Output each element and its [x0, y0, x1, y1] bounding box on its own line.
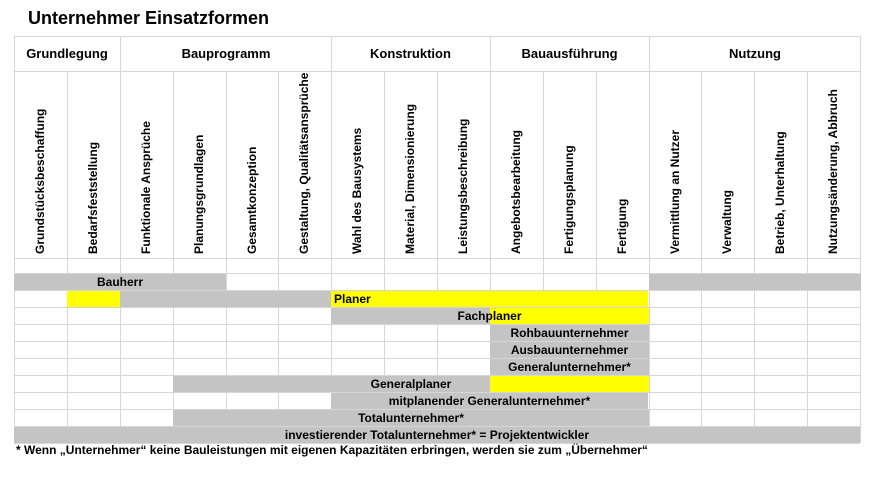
activity-header: Betrieb, Unterhaltung: [754, 72, 807, 258]
activity-label: Betrieb, Unterhaltung: [772, 131, 787, 254]
grid-line: [331, 36, 332, 443]
activity-label: Wahl des Bausystems: [349, 127, 364, 254]
phase-header: Bauausführung: [521, 46, 618, 61]
role-bar-segment: [173, 410, 649, 426]
grid-line: [14, 443, 860, 444]
grid-line: [860, 36, 861, 443]
activity-label: Grundstücksbeschaffung: [32, 108, 47, 254]
role-bar-segment: [67, 291, 120, 307]
activity-header: Wahl des Bausystems: [331, 72, 384, 258]
grid-line: [701, 71, 702, 443]
activity-label: Fertigungsplanung: [561, 145, 576, 254]
activity-header: Gestaltung, Qualitätsansprüche: [278, 72, 331, 258]
grid-line: [173, 71, 174, 443]
grid-line: [14, 426, 860, 427]
role-bar-segment: [490, 342, 649, 358]
grid-line: [543, 71, 544, 443]
grid-line: [14, 392, 860, 393]
grid-line: [14, 71, 860, 72]
grid-line: [14, 307, 860, 308]
role-bar-segment: [331, 308, 490, 324]
role-bar-segment: [490, 376, 649, 392]
grid-line: [14, 36, 860, 37]
role-matrix: Grundlegung Bauprogramm Konstruktion Bauaus…: [14, 36, 861, 444]
activity-header: Gesamtkonzeption: [226, 72, 279, 258]
activity-header: Grundstücksbeschaffung: [14, 72, 67, 258]
role-bar-segment: [490, 308, 649, 324]
activity-label: Planungsgrundlagen: [191, 134, 206, 254]
grid-line: [14, 36, 15, 443]
grid-line: [384, 71, 385, 443]
role-bar-segment: [120, 291, 332, 307]
grid-line: [14, 375, 860, 376]
activity-label: Bedarfsfeststellung: [85, 141, 100, 254]
activity-header: Angebotsbearbeitung: [490, 72, 543, 258]
role-label: mitplanender Generalunternehmer*: [388, 394, 591, 408]
grid-line: [120, 36, 121, 443]
activity-header: Planungsgrundlagen: [173, 72, 226, 258]
grid-line: [278, 71, 279, 443]
grid-line: [14, 290, 860, 291]
activity-label: Funktionale Ansprüche: [138, 121, 153, 254]
grid-line: [754, 71, 755, 443]
activity-label: Gesamtkonzeption: [244, 146, 259, 254]
grid-line: [807, 71, 808, 443]
activity-label: Gestaltung, Qualitätsansprüche: [296, 72, 311, 254]
grid-line: [649, 36, 650, 443]
role-label: Generalunternehmer*: [508, 360, 631, 374]
grid-line: [14, 341, 860, 342]
activity-label: Vermittlung an Nutzer: [667, 129, 682, 254]
grid-line: [14, 273, 860, 274]
activity-header: Fertigung: [596, 72, 649, 258]
grid-line: [67, 71, 68, 443]
role-bar-segment: [490, 359, 649, 375]
role-label: Rohbauunternehmer: [510, 326, 629, 340]
role-bar-segment: [649, 274, 861, 290]
activity-header: Verwaltung: [701, 72, 754, 258]
activity-label: Nutzungsänderung, Abbruch: [825, 89, 840, 254]
activity-header: Funktionale Ansprüche: [120, 72, 173, 258]
activity-label: Angebotsbearbeitung: [508, 129, 523, 254]
role-label: Planer: [334, 292, 371, 306]
role-bar-segment: [331, 393, 648, 409]
activity-label: Fertigung: [614, 198, 629, 254]
grid-line: [14, 358, 860, 359]
role-bar-segment: [14, 427, 860, 443]
role-label: Totalunternehmer*: [358, 411, 464, 425]
grid-line: [14, 324, 860, 325]
activity-header: Leistungsbeschreibung: [437, 72, 490, 258]
phase-header: Konstruktion: [370, 46, 451, 61]
grid-line: [14, 258, 860, 259]
phase-header: Bauprogramm: [181, 46, 271, 61]
grid-line: [437, 71, 438, 443]
grid-line: [14, 409, 860, 410]
role-label: Generalplaner: [370, 377, 452, 391]
activity-label: Verwaltung: [719, 189, 734, 254]
page-title: Unternehmer Einsatzformen: [28, 8, 270, 28]
activity-header: Nutzungsänderung, Abbruch: [807, 72, 860, 258]
activity-header: Fertigungsplanung: [543, 72, 596, 258]
role-label: investierender Totalunternehmer* = Proje…: [284, 428, 590, 442]
grid-line: [596, 71, 597, 443]
footnote: * Wenn „Unternehmer“ keine Bauleistungen…: [16, 443, 648, 457]
role-bar-segment: [14, 274, 226, 290]
activity-header: Bedarfsfeststellung: [67, 72, 120, 258]
activity-header: Material, Dimensionierung: [384, 72, 437, 258]
role-label: Ausbauunternehmer: [510, 343, 629, 357]
role-label: Fachplaner: [457, 309, 522, 323]
role-bar-segment: [173, 376, 490, 392]
activity-label: Material, Dimensionierung: [402, 103, 417, 254]
activity-header: Vermittlung an Nutzer: [649, 72, 702, 258]
role-bar-segment: [490, 325, 649, 341]
activity-label: Leistungsbeschreibung: [455, 118, 470, 254]
grid-line: [226, 71, 227, 443]
phase-header: Grundlegung: [26, 46, 108, 61]
grid-line: [490, 36, 491, 443]
phase-header: Nutzung: [729, 46, 781, 61]
role-label: Bauherr: [96, 275, 143, 289]
role-bar-segment: [331, 291, 648, 307]
